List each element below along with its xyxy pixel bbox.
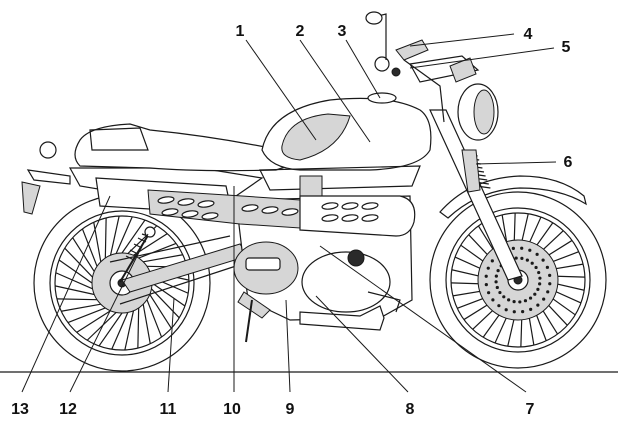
callout-6: 6 xyxy=(564,154,573,171)
clutch-cover xyxy=(301,251,391,313)
oil-filler xyxy=(347,249,365,267)
number-plate-bracket xyxy=(21,181,41,215)
callout-9: 9 xyxy=(286,401,295,418)
callout-7: 7 xyxy=(526,401,535,418)
rear-light xyxy=(39,141,57,159)
engine-badge xyxy=(245,257,281,271)
ignition-switch xyxy=(391,67,401,77)
front-forks xyxy=(429,109,523,281)
left-lever xyxy=(395,39,429,61)
brake-pedal xyxy=(367,291,401,313)
leader-2 xyxy=(299,39,371,143)
leader-lines xyxy=(21,33,557,393)
mirror xyxy=(365,11,383,25)
cables xyxy=(403,59,445,123)
callout-11: 11 xyxy=(160,401,177,418)
leader-5 xyxy=(409,47,555,69)
fuel-tank xyxy=(261,92,432,171)
callouts: 1 2 3 4 5 6 7 8 9 10 11 12 13 xyxy=(11,23,572,418)
leader-4 xyxy=(409,33,515,47)
leader-7 xyxy=(319,245,527,393)
leader-6 xyxy=(475,161,557,165)
leader-8 xyxy=(315,295,409,393)
callout-1: 1 xyxy=(236,23,245,40)
callout-13: 13 xyxy=(11,401,29,418)
callout-5: 5 xyxy=(562,39,571,56)
leader-12 xyxy=(69,233,149,393)
left-switch xyxy=(374,56,390,72)
front-wheel xyxy=(429,191,607,369)
chain-lower xyxy=(119,265,237,305)
rear-mudguard xyxy=(26,169,71,185)
callout-12: 12 xyxy=(59,401,77,418)
airbox xyxy=(299,175,323,197)
leader-1 xyxy=(245,39,317,141)
seat-cowl xyxy=(89,127,149,151)
footpeg xyxy=(237,291,271,319)
leader-3 xyxy=(345,39,381,99)
callout-2: 2 xyxy=(296,23,305,40)
callout-8: 8 xyxy=(406,401,415,418)
leader-13 xyxy=(21,195,111,393)
leader-11 xyxy=(167,297,175,393)
rear-wheel xyxy=(33,194,211,372)
exhaust xyxy=(95,177,416,237)
callout-4: 4 xyxy=(524,26,533,43)
fuel-cap xyxy=(367,92,397,104)
tank-knee-pad xyxy=(281,113,351,161)
leader-9 xyxy=(285,299,291,393)
bash-plate xyxy=(299,305,385,331)
callout-3: 3 xyxy=(338,23,347,40)
frame-top xyxy=(259,165,421,191)
side-stand xyxy=(245,299,253,343)
headlight xyxy=(457,83,499,141)
callout-10: 10 xyxy=(223,401,241,418)
seat xyxy=(74,123,289,172)
handlebars xyxy=(365,11,480,123)
fork-gaiter xyxy=(461,149,481,193)
